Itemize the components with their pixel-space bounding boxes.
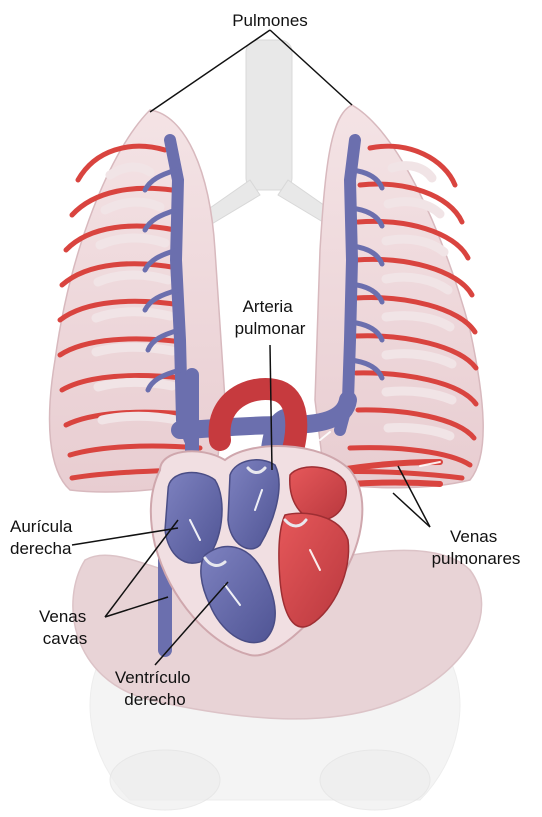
label-venas-pulmonares: Venas pulmonares — [432, 527, 521, 568]
right-lung — [315, 105, 483, 488]
label-arteria-pulmonar: Arteria pulmonar — [235, 297, 306, 338]
trachea — [200, 40, 338, 225]
label-auricula-derecha: Aurícula derecha — [10, 517, 77, 558]
label-pulmones: Pulmones — [232, 11, 308, 30]
